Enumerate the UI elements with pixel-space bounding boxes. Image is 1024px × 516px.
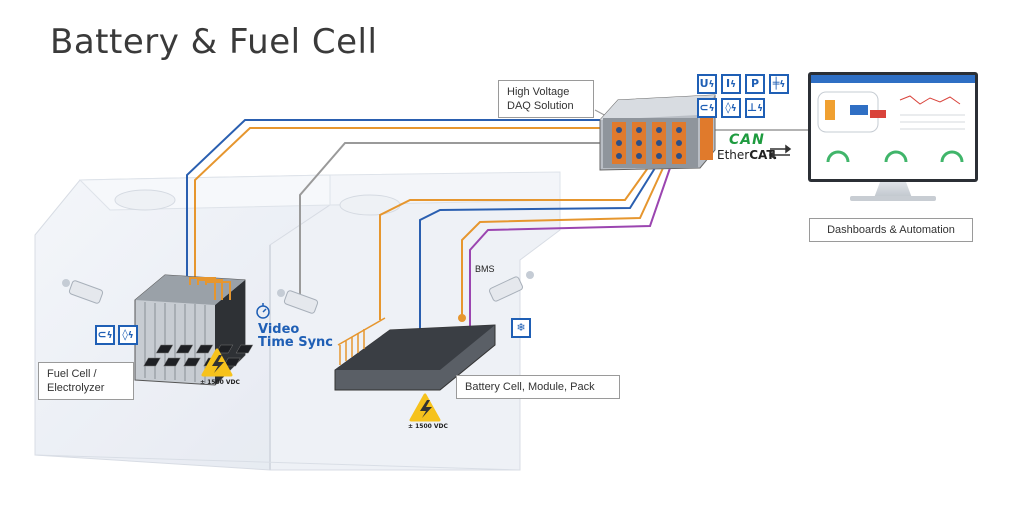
cable-purple-bms bbox=[469, 167, 671, 330]
chamber-top-left bbox=[78, 174, 331, 211]
cable-blue-fuel bbox=[186, 119, 605, 285]
page-title: Battery & Fuel Cell bbox=[50, 22, 378, 62]
strain-gauge-icon: ◊ϟ bbox=[118, 325, 138, 345]
stopwatch-icon bbox=[256, 303, 270, 319]
dashboards-label: Dashboards & Automation bbox=[809, 218, 973, 242]
can-bus-label: CAN bbox=[729, 132, 765, 148]
cables bbox=[186, 109, 808, 330]
climate-sensor-icon: ❄ bbox=[511, 318, 531, 338]
daq-device bbox=[599, 94, 716, 171]
video-sync-label: Video Time Sync bbox=[258, 323, 333, 349]
thermocouple-icon: ⊂ϟ bbox=[697, 98, 717, 118]
dashboard-monitor bbox=[808, 72, 978, 201]
cable-orange-bms bbox=[461, 167, 664, 320]
current-measurement-icon: Iϟ bbox=[721, 74, 741, 94]
high-voltage-warning-icon bbox=[409, 393, 441, 422]
cable-orange-fuel bbox=[194, 127, 605, 285]
video-label-line2: Time Sync bbox=[258, 335, 334, 350]
voltage-label-battery: ± 1500 VDC bbox=[408, 423, 448, 430]
video-label-line1: Video bbox=[258, 322, 300, 337]
strain-gauge-icon: ◊ϟ bbox=[721, 98, 741, 118]
hv-safety-icon: ⊥ϟ bbox=[745, 98, 765, 118]
high-voltage-warning-icon bbox=[201, 348, 233, 377]
cable-gray-video bbox=[299, 142, 605, 295]
voltage-label-fuel: ± 1500 VDC bbox=[200, 379, 240, 386]
battery-pack bbox=[143, 314, 496, 391]
test-chamber bbox=[34, 171, 561, 471]
camera-icon bbox=[62, 279, 104, 304]
cable-blue-battery bbox=[419, 167, 656, 330]
battery-label: Battery Cell, Module, Pack bbox=[456, 375, 620, 399]
fuel-cell-label: Fuel Cell / Electrolyzer bbox=[38, 362, 134, 400]
chamber-cap-1 bbox=[114, 189, 176, 211]
ethercat-prefix: Ether bbox=[717, 148, 750, 162]
chamber-cap-2 bbox=[339, 194, 401, 216]
voltage-measurement-icon: Uϟ bbox=[697, 74, 717, 94]
chamber-bottom-edge bbox=[34, 454, 521, 471]
bms-label: BMS bbox=[475, 264, 495, 274]
camera-icon bbox=[489, 271, 534, 302]
thermocouple-icon: ⊂ϟ bbox=[95, 325, 115, 345]
ethercat-arrows-icon bbox=[768, 144, 792, 160]
power-measurement-icon: P bbox=[745, 74, 765, 94]
ethercat-label: EtherCAT. bbox=[717, 148, 777, 162]
daq-label: High Voltage DAQ Solution bbox=[498, 80, 594, 118]
insulation-measurement-icon: ╪ϟ bbox=[769, 74, 789, 94]
camera-icon bbox=[277, 289, 319, 314]
ethercat-bold: CAT. bbox=[749, 148, 778, 162]
cable-orange-battery bbox=[379, 164, 651, 320]
